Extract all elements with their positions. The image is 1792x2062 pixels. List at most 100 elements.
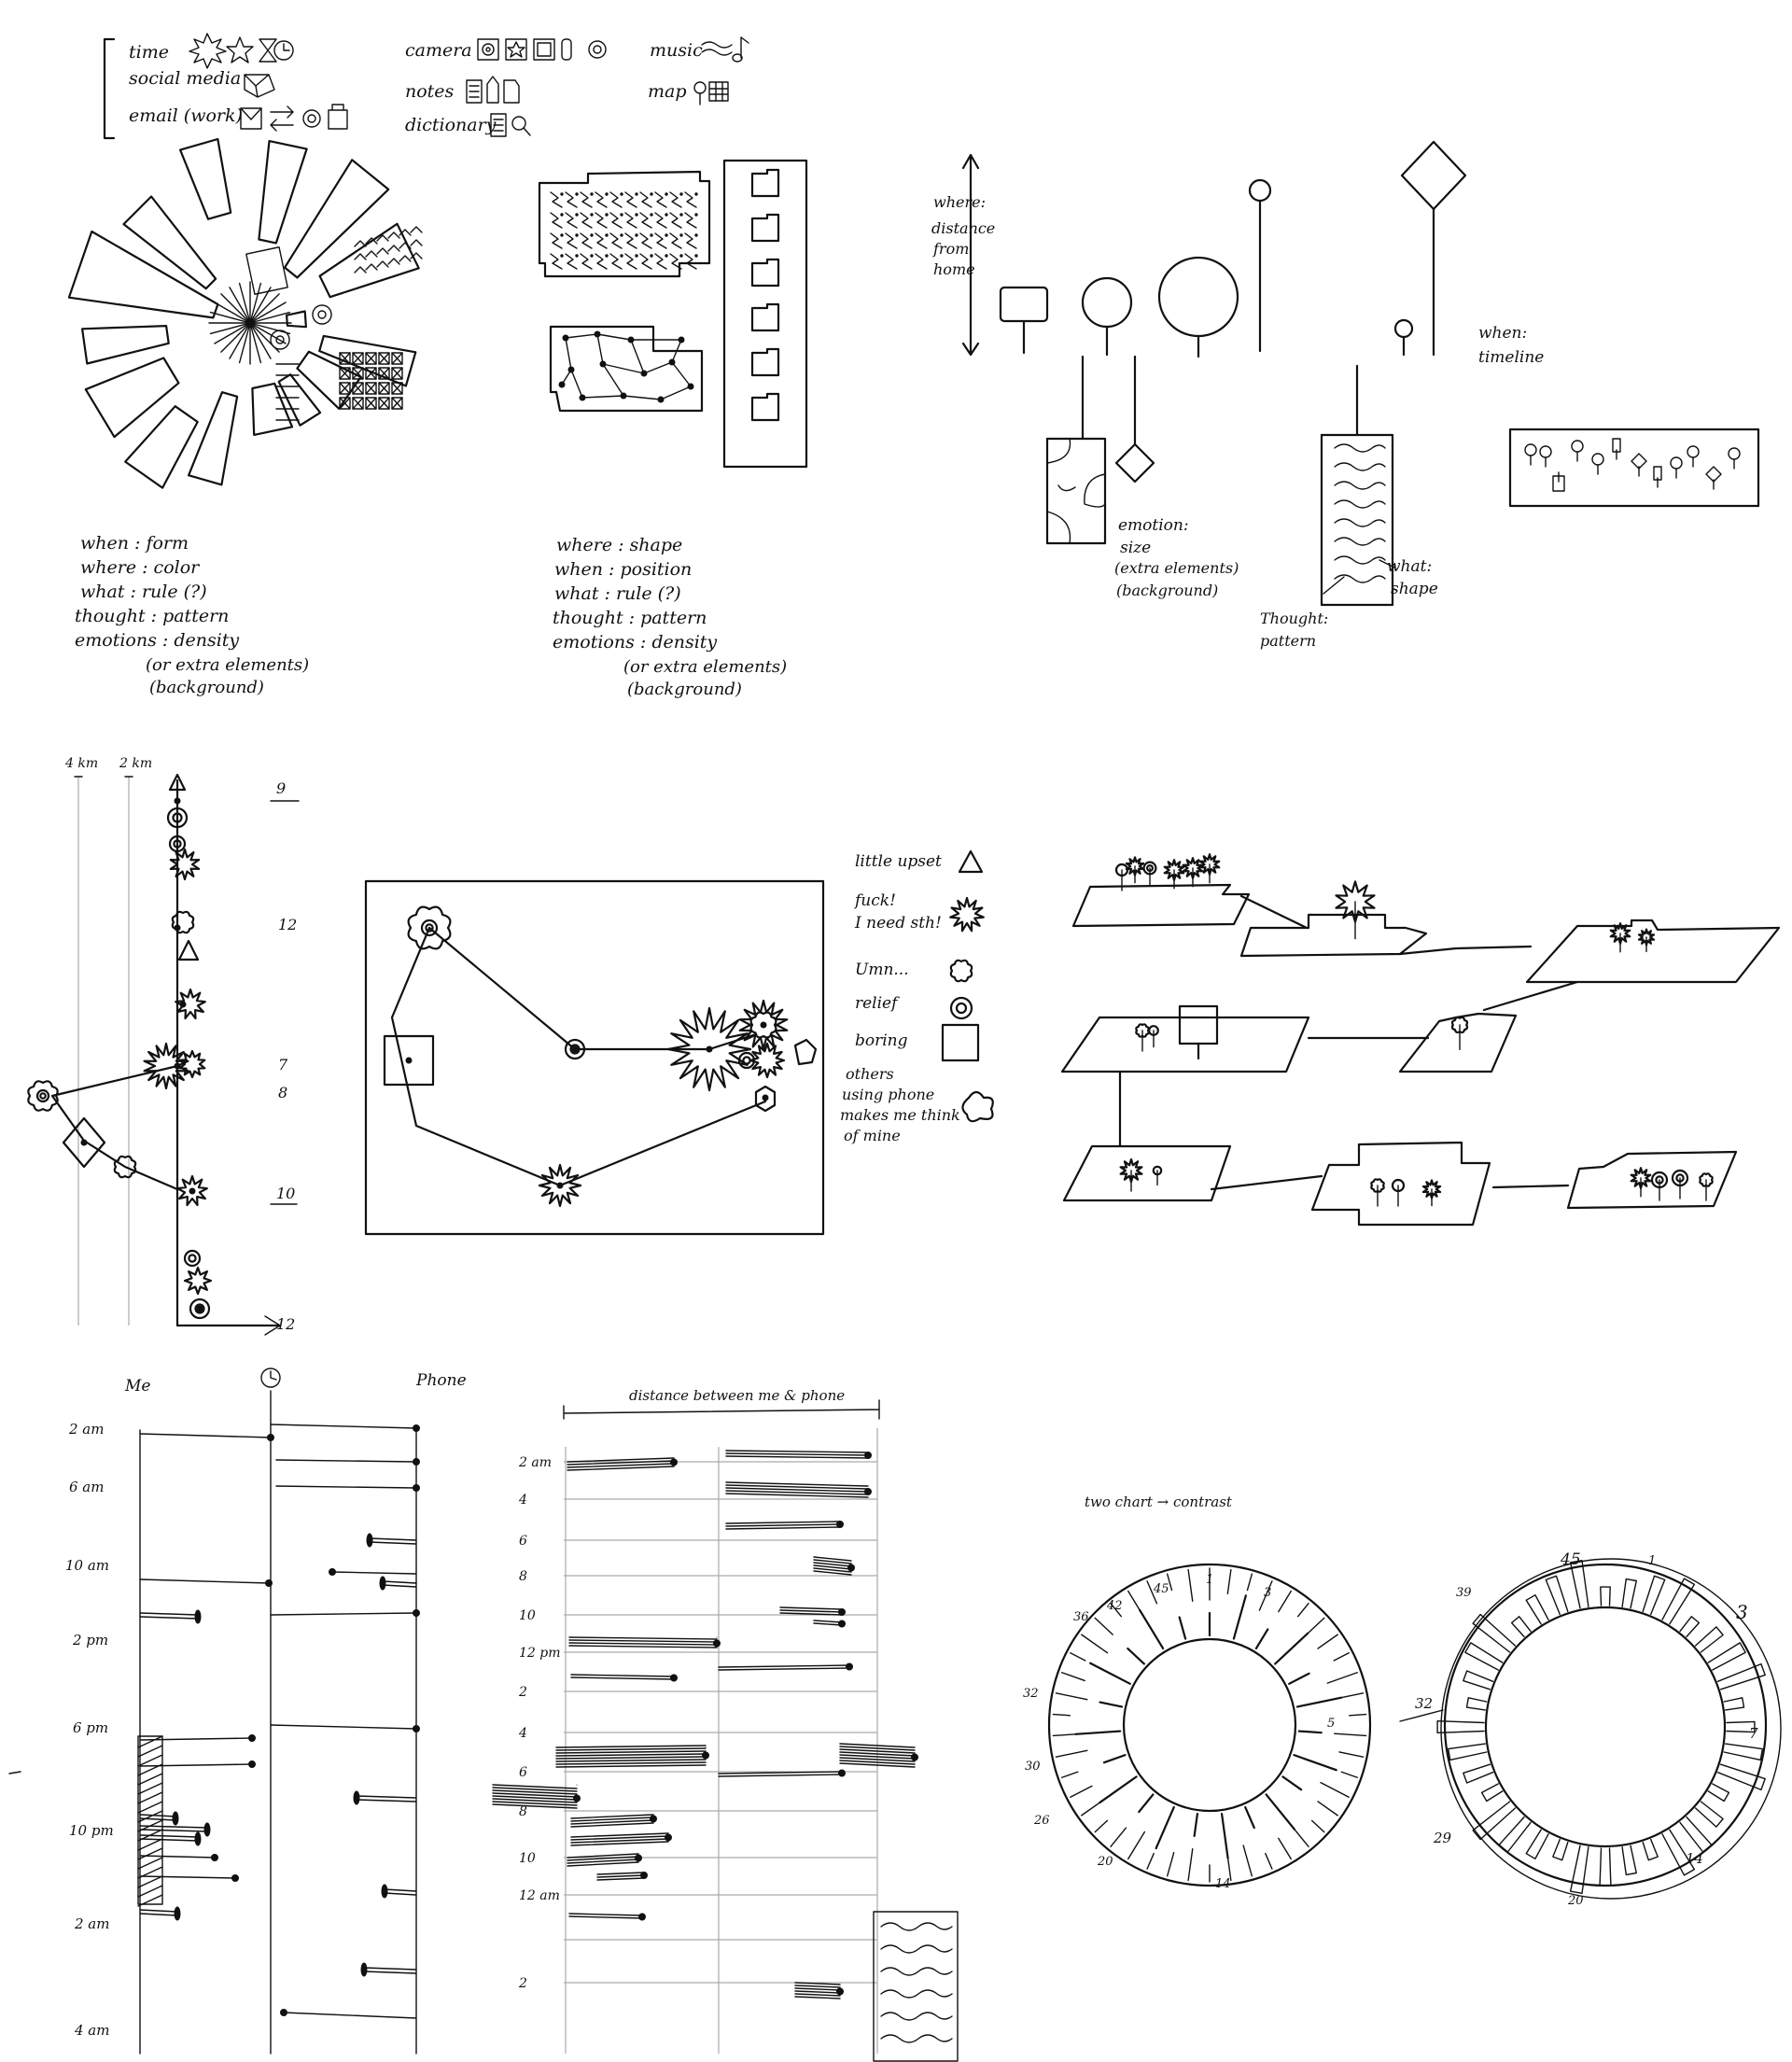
bar-end <box>194 1609 202 1624</box>
sketch7-time-5: 6 pm <box>73 1719 108 1736</box>
bar-line <box>139 1612 199 1616</box>
bar-line <box>382 1580 417 1584</box>
ring-mark <box>168 835 187 853</box>
radial-bar <box>1464 1642 1504 1671</box>
emotion-label-relief: relief <box>855 994 900 1013</box>
wedge-pattern <box>365 367 377 380</box>
distance-bar <box>725 1450 869 1453</box>
distance-bar <box>813 1556 852 1562</box>
wave-pattern <box>1334 443 1386 453</box>
wedge-pattern <box>399 242 412 249</box>
bar-line <box>139 1616 199 1620</box>
wedge-ray <box>214 322 251 344</box>
arrow-pattern-dot <box>694 192 698 196</box>
arrow-pattern <box>580 191 593 208</box>
wedge-pattern <box>378 382 390 395</box>
radial-bar <box>1472 1613 1517 1653</box>
outer-spoke <box>1166 1573 1173 1592</box>
ring-mark <box>188 1254 197 1263</box>
hatch-line <box>137 1745 163 1758</box>
left-chart-number: 45 <box>1153 1582 1169 1596</box>
inner-spoke <box>1232 1594 1247 1640</box>
distance-bar <box>492 1803 578 1809</box>
sketch3-when-1: when: <box>1478 324 1527 343</box>
dot-mark <box>196 1305 203 1312</box>
arrow-pattern-dot <box>590 233 594 237</box>
wedge-pattern <box>352 397 364 410</box>
bar-end <box>248 1760 256 1768</box>
arrow-pattern-dot <box>665 213 668 217</box>
arrow-pattern-dot <box>620 213 623 217</box>
time-label: 10 <box>519 1851 536 1866</box>
wedge-ray <box>209 322 251 335</box>
arrow-pattern-dot <box>679 192 683 196</box>
distance-bar <box>813 1570 852 1576</box>
flower-mark <box>171 910 195 934</box>
folder-mark <box>750 168 780 198</box>
arrow-pattern-dot <box>650 254 653 258</box>
inner-spoke <box>1178 1616 1187 1640</box>
arrow-pattern-dot <box>694 213 698 217</box>
distance-bar <box>596 1874 645 1878</box>
net-link <box>660 386 692 400</box>
sketch3-emotion-4: (background) <box>1116 582 1218 599</box>
distance-bar <box>839 1751 916 1757</box>
wedge-ray <box>249 293 280 324</box>
sketch3-where-3: from <box>932 240 969 258</box>
arrow-pattern <box>639 212 652 229</box>
inner-spoke <box>1274 1632 1309 1665</box>
wedge-ray <box>249 282 262 324</box>
right-chart-number: 20 <box>1567 1894 1584 1908</box>
hatch-line <box>137 1735 163 1748</box>
hexagon-mark <box>793 1038 818 1066</box>
outer-spoke <box>1081 1634 1109 1654</box>
ring-mark <box>737 1051 756 1070</box>
distance-bar <box>570 1676 675 1680</box>
radial-bar <box>1525 1594 1549 1625</box>
wedge-pattern <box>399 229 412 236</box>
time-label: 8 <box>519 1804 527 1819</box>
distance-bar <box>813 1564 852 1570</box>
sketch1-line-5: emotions : density <box>75 630 239 651</box>
distance-bar <box>568 1913 643 1916</box>
arrow-pattern <box>669 212 682 229</box>
wedge-pattern <box>410 226 423 233</box>
wedge-pattern <box>376 234 389 242</box>
sketch7-phone-label: Phone <box>415 1371 467 1390</box>
hatch-line <box>137 1885 163 1898</box>
radial-bar <box>1642 1575 1666 1616</box>
radial-bar <box>1600 1586 1611 1606</box>
arrow-pattern <box>669 253 682 270</box>
music-icons <box>701 36 749 63</box>
right-chart-number: 32 <box>1415 1695 1433 1712</box>
bar-line <box>369 1541 417 1545</box>
sketch8-title: distance between me & phone <box>629 1387 845 1404</box>
radial-bar <box>1679 1616 1701 1638</box>
distance-bar <box>725 1481 869 1487</box>
ring-mark <box>172 812 183 823</box>
net-link <box>596 333 632 341</box>
distance-bar-end <box>836 1987 844 1996</box>
ring-mark <box>166 807 189 829</box>
bar-line <box>363 1967 417 1971</box>
timeline-circle <box>1524 443 1537 456</box>
distance-bar <box>570 1822 654 1828</box>
wedge-mark <box>84 357 180 439</box>
bar-end <box>360 1962 368 1977</box>
wedge-ray <box>249 311 291 324</box>
flower-mark <box>1370 1178 1385 1193</box>
radial-bar <box>1694 1626 1724 1653</box>
hexagon-mark <box>754 1085 777 1113</box>
wedge-pattern <box>387 231 400 239</box>
legend-music-label: music <box>650 40 703 61</box>
left-chart-number: 14 <box>1215 1877 1231 1891</box>
arrow-pattern-dot <box>679 213 683 217</box>
sketch3-emotion-3: (extra elements) <box>1114 559 1239 577</box>
distance-bar <box>555 1750 707 1754</box>
distance-bar <box>725 1526 841 1530</box>
bar-end <box>379 1576 386 1591</box>
bar-line <box>283 2012 417 2019</box>
distance-bar-end <box>864 1452 872 1459</box>
wedge-ray <box>249 287 272 324</box>
sketch7-time-4: 2 pm <box>72 1632 108 1648</box>
